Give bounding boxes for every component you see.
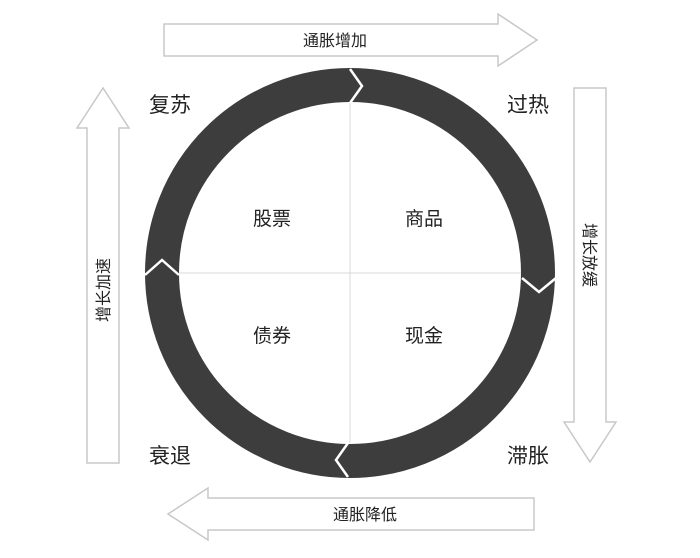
chevron-up-icon (144, 258, 180, 276)
phase-overheat: 过热 (507, 93, 549, 117)
arrow-growth-accelerating-label: 增长加速 (94, 258, 113, 322)
arrow-growth-slowing-label: 增长放缓 (580, 223, 599, 287)
phase-stagflation: 滞胀 (507, 444, 549, 468)
asset-cash: 现金 (405, 325, 443, 347)
arrow-inflation-falling: 通胀降低 (166, 486, 535, 542)
arrow-inflation-rising-label: 通胀增加 (303, 31, 367, 50)
arrow-inflation-rising: 通胀增加 (163, 12, 539, 68)
phase-recovery: 复苏 (149, 93, 191, 117)
asset-bonds: 债券 (253, 325, 291, 347)
asset-commodities: 商品 (405, 208, 443, 230)
arrow-growth-accelerating: 增长加速 (75, 86, 131, 464)
phase-recession: 衰退 (149, 444, 191, 468)
cycle-ring (145, 68, 555, 478)
asset-stocks: 股票 (253, 208, 291, 230)
chevron-down-icon (521, 277, 557, 294)
chevron-left-icon (334, 442, 350, 478)
arrow-growth-slowing: 增长放缓 (562, 87, 618, 464)
arrow-inflation-falling-label: 通胀降低 (333, 505, 397, 524)
chevron-right-icon (348, 68, 364, 104)
